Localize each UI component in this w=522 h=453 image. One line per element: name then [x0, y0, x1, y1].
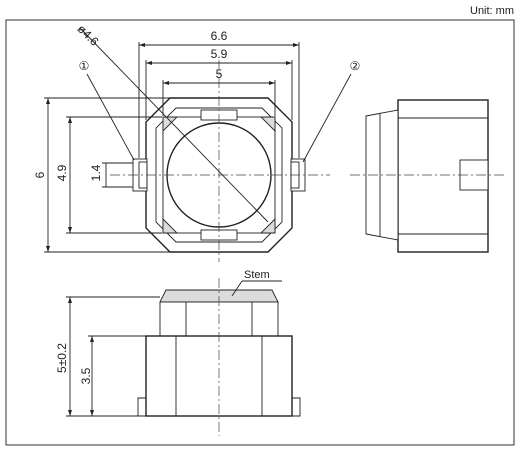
diameter-label: ø4.6 [75, 22, 102, 49]
corner-tab-tl [162, 116, 179, 133]
callout-1-leader [86, 73, 135, 161]
arrow-35-b [90, 410, 94, 416]
drawing-frame [5, 19, 515, 446]
arrow-59-r [286, 61, 292, 65]
arrow-5total-t [68, 297, 72, 303]
arrow-59-l [146, 61, 152, 65]
arrow-49-t [68, 117, 72, 123]
dim-label-35: 3.5 [79, 367, 93, 384]
front-terminal-right [292, 397, 301, 417]
arrow-5-l [163, 81, 169, 85]
dim-label-66: 6.6 [211, 29, 228, 43]
front-view: Stem 5±0.2 3.5 [55, 269, 301, 436]
corner-tab-br [259, 217, 276, 234]
callout-terminal-2: ② [350, 59, 361, 73]
callout-terminal-1: ① [79, 59, 90, 73]
dim-label-5total: 5±0.2 [55, 343, 69, 373]
corner-tab-bl [162, 217, 179, 234]
arrow-49-b [68, 227, 72, 233]
diameter-leader [79, 27, 269, 223]
body-octagon-outer [145, 97, 293, 253]
dim-label-5: 5 [216, 67, 223, 81]
arrow-6-t [46, 98, 50, 104]
arrow-66-l [139, 43, 145, 47]
dim-label-14: 1.4 [89, 164, 103, 181]
arrow-5-r [269, 81, 275, 85]
body-octagon-inner [155, 107, 283, 243]
side-view [350, 99, 505, 253]
top-view: ø4.6 6.6 5.9 5 6 4.9 [33, 22, 360, 262]
arrow-66-r [293, 43, 299, 47]
front-terminal-left [137, 397, 146, 417]
arrow-6-b [46, 246, 50, 252]
callout-2-leader [302, 73, 352, 163]
callout-stem: Stem [244, 269, 270, 281]
corner-tab-tr [259, 116, 276, 133]
unit-label: Unit: mm [470, 5, 514, 17]
arrow-35-t [90, 336, 94, 342]
dim-label-49: 4.9 [55, 164, 69, 181]
dim-label-6: 6 [33, 171, 47, 178]
dim-label-59: 5.9 [211, 47, 228, 61]
stem-callout-leader [231, 280, 243, 297]
arrow-5total-b [68, 410, 72, 416]
